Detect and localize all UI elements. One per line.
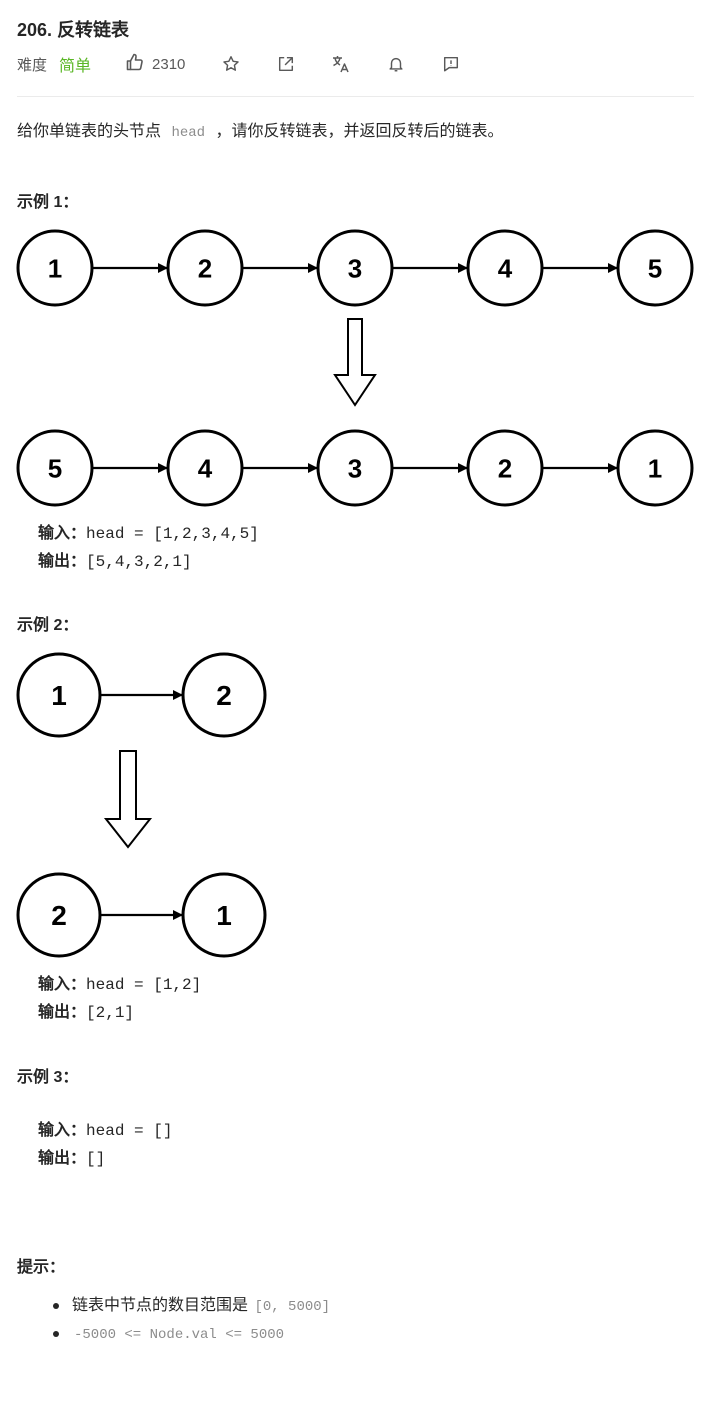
thumbs-up-icon xyxy=(125,52,152,76)
output-value: [2,1] xyxy=(86,1004,135,1022)
list-node-circle xyxy=(316,429,394,507)
like-count: 2310 xyxy=(152,55,186,73)
list-node-value: 2 xyxy=(216,680,232,711)
list-node: 3 xyxy=(316,429,394,507)
example-1-io: 输入：head = [1,2,3,4,5] 输出：[5,4,3,2,1] xyxy=(38,520,259,576)
list-after-reverse: 5 4 3 2 1 xyxy=(16,429,694,507)
translate-icon[interactable] xyxy=(329,52,353,76)
list-node: 2 xyxy=(16,872,102,958)
list-node-value: 1 xyxy=(648,453,662,483)
problem-number: 206. xyxy=(17,20,53,40)
star-icon[interactable] xyxy=(219,52,243,76)
hint-item: -5000 <= Node.val <= 5000 xyxy=(50,1320,332,1348)
list-node: 2 xyxy=(181,652,267,738)
list-node-circle xyxy=(616,229,694,307)
example-2-io: 输入：head = [1,2] 输出：[2,1] xyxy=(38,971,201,1027)
output-label: 输出： xyxy=(38,553,87,570)
problem-title: 206. 反转链表 xyxy=(17,16,129,42)
list-node-circle xyxy=(616,429,694,507)
output-label: 输出： xyxy=(38,1004,87,1021)
difficulty-badge: 简单 xyxy=(59,58,92,75)
list-node-circle xyxy=(166,229,244,307)
header-divider xyxy=(17,96,694,97)
output-value: [] xyxy=(86,1150,106,1168)
example-1-diagram: 1 2 3 4 5 5 4 3 2 1 xyxy=(16,229,694,507)
feedback-icon[interactable] xyxy=(439,52,463,76)
output-label: 输出： xyxy=(38,1150,87,1167)
hints-title: 提示： xyxy=(17,1259,66,1276)
list-node-value: 5 xyxy=(648,253,662,283)
input-label: 输入： xyxy=(38,1122,87,1139)
list-node: 4 xyxy=(466,229,544,307)
hint-code: -5000 <= Node.val <= 5000 xyxy=(74,1327,285,1343)
list-node-circle xyxy=(16,652,102,738)
list-node-value: 2 xyxy=(198,253,212,283)
input-value: head = [1,2] xyxy=(86,976,202,994)
like-button[interactable]: 2310 xyxy=(125,52,185,76)
hints-list: 链表中节点的数目范围是 [0, 5000] -5000 <= Node.val … xyxy=(50,1292,332,1348)
hint-text: 链表中节点的数目范围是 xyxy=(72,1297,253,1314)
output-value: [5,4,3,2,1] xyxy=(86,553,192,571)
description-text-2: ，请你反转链表，并返回反转后的链表。 xyxy=(211,123,504,140)
bell-icon[interactable] xyxy=(384,52,408,76)
list-node-value: 1 xyxy=(216,900,232,931)
hint-code: [0, 5000] xyxy=(254,1299,331,1315)
example-2-title: 示例 2： xyxy=(17,617,79,634)
input-label: 输入： xyxy=(38,976,87,993)
input-label: 输入： xyxy=(38,525,87,542)
list-node-value: 2 xyxy=(51,900,67,931)
list-node: 1 xyxy=(16,652,102,738)
list-node-value: 3 xyxy=(348,453,362,483)
description-text-1: 给你单链表的头节点 xyxy=(17,123,166,140)
input-value: head = [1,2,3,4,5] xyxy=(86,525,259,543)
list-node-value: 2 xyxy=(498,453,512,483)
hint-item: 链表中节点的数目范围是 [0, 5000] xyxy=(50,1292,332,1320)
example-1-title: 示例 1： xyxy=(17,194,79,211)
list-node-value: 4 xyxy=(198,453,213,483)
list-node-value: 4 xyxy=(498,253,513,283)
list-node: 1 xyxy=(616,429,694,507)
list-node: 5 xyxy=(616,229,694,307)
list-node-circle xyxy=(166,429,244,507)
reverse-down-arrow xyxy=(103,750,153,849)
list-node: 3 xyxy=(316,229,394,307)
list-node-circle xyxy=(16,872,102,958)
list-node: 4 xyxy=(166,429,244,507)
list-before-reverse: 1 2 3 4 5 xyxy=(16,229,694,307)
share-icon[interactable] xyxy=(274,52,298,76)
problem-name: 反转链表 xyxy=(57,20,130,40)
list-node: 2 xyxy=(466,429,544,507)
list-node-circle xyxy=(466,429,544,507)
list-node-circle xyxy=(316,229,394,307)
problem-description: 给你单链表的头节点 head ，请你反转链表，并返回反转后的链表。 xyxy=(17,117,504,141)
input-value: head = [] xyxy=(86,1122,173,1140)
inline-code-head: head xyxy=(171,125,206,141)
list-node-circle xyxy=(181,652,267,738)
problem-meta-bar: 难度 简单 2310 xyxy=(17,52,463,76)
list-node-value: 1 xyxy=(51,680,67,711)
reverse-down-arrow xyxy=(333,318,377,407)
example-3-title: 示例 3： xyxy=(17,1069,79,1086)
difficulty-label: 难度 xyxy=(17,56,48,74)
list-node-value: 1 xyxy=(48,253,62,283)
list-node: 1 xyxy=(16,229,94,307)
list-node-value: 3 xyxy=(348,253,362,283)
list-node-circle xyxy=(181,872,267,958)
list-node-circle xyxy=(16,229,94,307)
list-node: 2 xyxy=(166,229,244,307)
list-node-value: 5 xyxy=(48,453,62,483)
example-3-io: 输入：head = [] 输出：[] xyxy=(38,1117,172,1173)
list-node: 5 xyxy=(16,429,94,507)
list-node: 1 xyxy=(181,872,267,958)
list-node-circle xyxy=(466,229,544,307)
list-node-circle xyxy=(16,429,94,507)
